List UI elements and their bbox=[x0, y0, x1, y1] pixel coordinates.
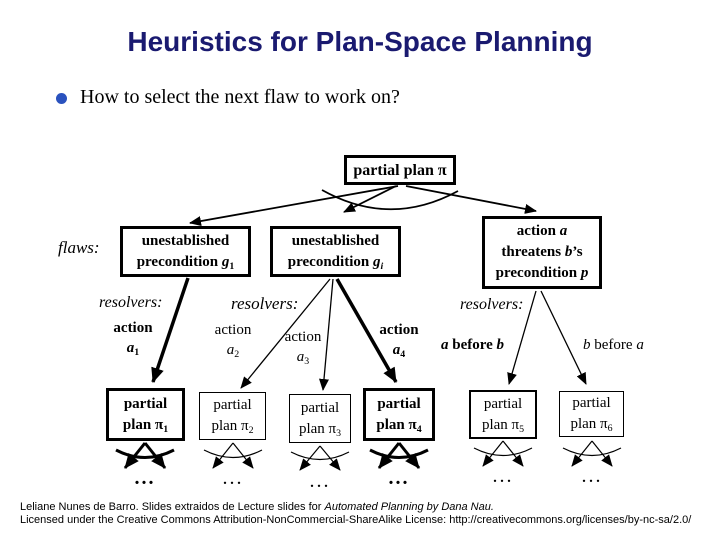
node-partial-plan-4: partial plan π4 bbox=[363, 388, 435, 441]
and-branch-arc bbox=[321, 189, 459, 211]
edge-root-to-flaw2 bbox=[343, 185, 397, 213]
flaw2-line2: precondition gi bbox=[287, 253, 384, 272]
footer-line1-italic: Automated Planning by Dana Nau. bbox=[324, 501, 494, 513]
edge-flaw1-to-plan1 bbox=[151, 277, 190, 383]
flaw1-sub: 1 bbox=[229, 260, 235, 272]
node-partial-plan-1: partial plan π1 bbox=[106, 388, 185, 441]
label-a-before-b: a before b bbox=[441, 337, 505, 353]
edge-flaw2-to-plan4 bbox=[335, 278, 398, 383]
label-action-a1: action a1 bbox=[113, 320, 153, 358]
label-flaws: flaws: bbox=[58, 238, 100, 257]
label-resolvers-3: resolvers: bbox=[460, 296, 524, 313]
node-partial-plan-6: partial plan π6 bbox=[559, 391, 624, 437]
edge-flaw3-to-plan5 bbox=[507, 290, 537, 385]
flaw3-line2: threatens b’s bbox=[501, 244, 583, 260]
label-resolvers-1: resolvers: bbox=[99, 294, 163, 311]
bullet-text: How to select the next flaw to work on? bbox=[80, 86, 400, 108]
footer-credits: Leliane Nunes de Barro. Slides extraidos… bbox=[20, 501, 691, 527]
fan-plan6 bbox=[562, 440, 622, 467]
bullet-item: How to select the next flaw to work on? bbox=[56, 86, 400, 109]
fan-plan1 bbox=[115, 442, 175, 469]
ellipsis-3: ... bbox=[309, 470, 331, 492]
ellipsis-2: ... bbox=[222, 467, 244, 489]
flaw1-line1: unestablished bbox=[141, 232, 230, 249]
slide-title: Heuristics for Plan-Space Planning bbox=[127, 26, 593, 57]
ellipsis-5: ... bbox=[492, 465, 514, 487]
flaw2-line1: unestablished bbox=[291, 232, 380, 249]
node-partial-plan-5: partial plan π5 bbox=[469, 390, 537, 439]
edge-root-to-flaw1 bbox=[189, 185, 399, 226]
node-partial-plan-2: partial plan π2 bbox=[199, 392, 266, 440]
flaw1-line2: precondition g1 bbox=[136, 253, 235, 272]
flaw2-sub: i bbox=[380, 260, 384, 272]
flaw3-line1: action a bbox=[516, 223, 568, 239]
node-partial-plan-root: partial plan π bbox=[344, 155, 456, 185]
edge-flaw2-to-plan3 bbox=[319, 278, 334, 391]
edge-flaw2-to-plan2 bbox=[240, 278, 331, 389]
flaw1-var: g bbox=[221, 253, 230, 270]
fan-plan4 bbox=[369, 442, 429, 469]
footer-line1: Leliane Nunes de Barro. Slides extraidos… bbox=[20, 501, 494, 513]
ellipsis-6: ... bbox=[581, 465, 603, 487]
footer-line2: Licensed under the Creative Commons Attr… bbox=[20, 514, 692, 526]
label-action-a3: action a3 bbox=[284, 329, 322, 367]
bullet-marker-icon bbox=[56, 93, 67, 104]
node-flaw-unestablished-gi: unestablished precondition gi bbox=[270, 226, 401, 277]
node-flaw-threat: action a threatens b’s precondition p bbox=[482, 216, 602, 289]
edge-root-to-flaw3 bbox=[405, 185, 537, 214]
ellipsis-1: ... bbox=[134, 467, 156, 489]
flaw3-line3: precondition p bbox=[495, 265, 589, 281]
fan-plan3 bbox=[290, 445, 350, 471]
fan-plan5 bbox=[473, 440, 533, 467]
fan-plan2 bbox=[203, 442, 263, 469]
node-flaw-unestablished-g1: unestablished precondition g1 bbox=[120, 226, 251, 277]
node-partial-plan-3: partial plan π3 bbox=[289, 394, 351, 443]
label-b-before-a: b before a bbox=[583, 337, 644, 353]
root-label: partial plan π bbox=[353, 161, 447, 179]
flaw2-var: g bbox=[372, 253, 381, 270]
label-resolvers-2: resolvers: bbox=[231, 294, 299, 313]
ellipsis-4: ... bbox=[388, 467, 410, 489]
edge-flaw3-to-plan6 bbox=[540, 290, 587, 385]
label-action-a2: action a2 bbox=[214, 322, 252, 360]
label-action-a4: action a4 bbox=[379, 322, 419, 360]
